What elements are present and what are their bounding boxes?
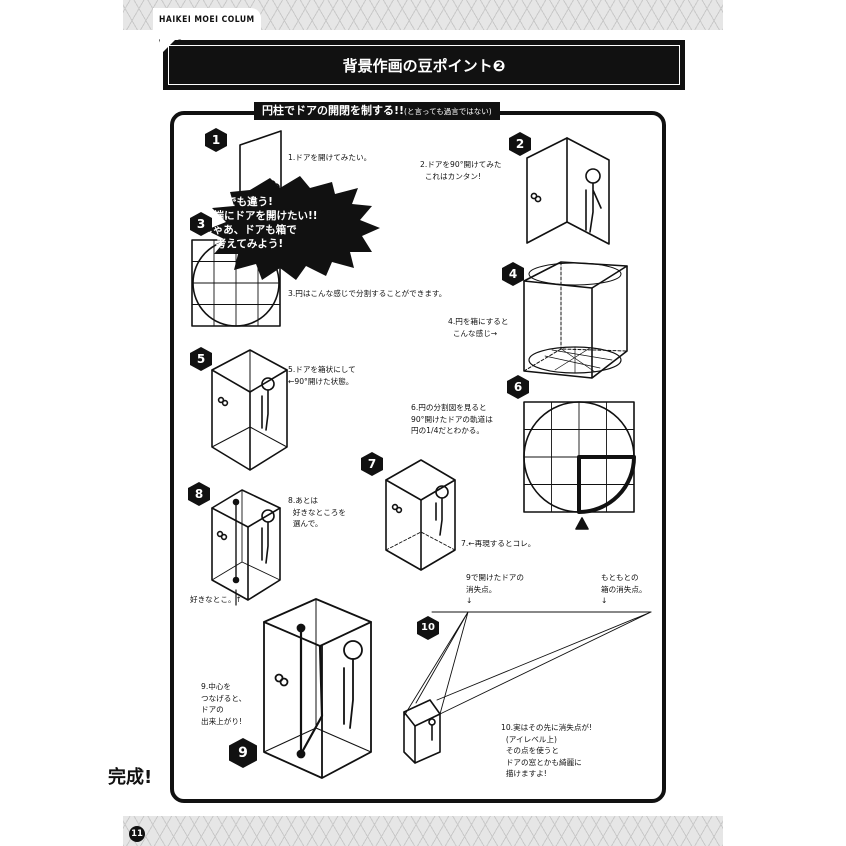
caption-step-2: 2.ドアを90°開けてみた これはカンタン! [420, 160, 502, 181]
step-badge-6: 6 [506, 375, 530, 399]
speech-burst-shape [206, 176, 380, 280]
step-badge-4: 4 [501, 262, 525, 286]
section-title: 円柱でドアの開閉を制する!!(と言っても過言ではない) [254, 102, 500, 120]
door-open-illustration [526, 137, 610, 245]
step-badge-8: 8 [187, 482, 211, 506]
caption-step-6: 6.円の分割図を見ると 90°開けたドアの軌道は 円の1/4だとわかる。 [411, 403, 493, 435]
footer-pattern [123, 816, 723, 846]
note-vanishing-point-original: もともとの 箱の消失点。 ↓ [601, 573, 647, 605]
cylinder-box-illustration [523, 261, 628, 379]
speech-burst-text: でも違う! 中途半端にドアを開けたい!! じゃあ、ドアも箱で 考えてみよう! [182, 196, 318, 250]
done-label: 完成! [108, 767, 153, 788]
step-badge-9: 9 [228, 738, 258, 768]
step-badge-2: 2 [508, 132, 532, 156]
banner-title: 背景作画の豆ポイント❷ [342, 57, 506, 75]
vanishing-point-illustration [403, 611, 652, 764]
step-badge-7: 7 [360, 452, 384, 476]
banner: 背景作画の豆ポイント❷ [163, 40, 685, 90]
section-subtitle: (と言っても過言ではない) [404, 107, 492, 116]
caption-step-3: 3.円はこんな感じで分割することができます。 [288, 289, 447, 298]
caption-step-10: 10.実はその先に消失点が! (アイレベル上) その点を使うと ドアの窓とかも綺… [501, 723, 593, 778]
step-badge-5: 5 [189, 347, 213, 371]
caption-step-8: 8.あとは 好きなところを 選んで。 [288, 496, 346, 528]
caption-step-4: 4.円を箱にすると こんな感じ→ [448, 317, 509, 338]
page-fold-corner [160, 37, 178, 55]
box-door-choose-illustration [211, 489, 281, 606]
banner-border [168, 45, 680, 85]
step-badge-10: 10 [416, 616, 440, 640]
note-vanishing-point-open: 9で開けたドアの 消失点。 ↓ [466, 573, 524, 605]
box-door-90-illustration [211, 349, 288, 471]
step-badge-1: 1 [204, 128, 228, 152]
quarter-circle-illustration [523, 401, 636, 514]
page-number: 11 [129, 826, 145, 842]
caption-step-7: 7.←再現するとコレ。 [461, 539, 536, 548]
pointer-arrow-icon [575, 517, 589, 530]
finished-door-illustration [263, 598, 372, 779]
caption-step-1: 1.ドアを開けてみたい。 [288, 153, 372, 162]
section-title-main: 円柱でドアの開閉を制する!! [262, 104, 405, 117]
note-favorite-spot: 好きなとこ。↑ [190, 595, 242, 604]
caption-step-9: 9.中心を つなげると、 ドアの 出来上がり! [201, 682, 247, 726]
box-door-recreated-illustration [385, 459, 456, 571]
step-badge-3: 3 [189, 212, 213, 236]
caption-step-5: 5.ドアを箱状にして ←90°開けた状態。 [288, 365, 356, 386]
